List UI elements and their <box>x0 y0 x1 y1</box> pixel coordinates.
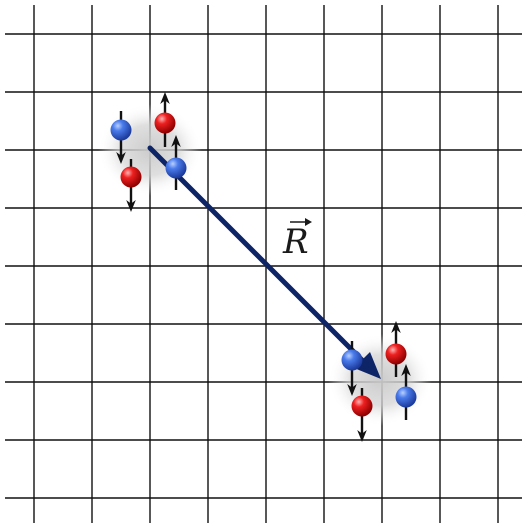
particle-blue <box>395 386 417 408</box>
cluster-halo-lower-right <box>328 334 432 426</box>
lattice-grid <box>5 5 522 523</box>
vector-label: R <box>282 222 309 262</box>
particle-red-spin-up <box>154 92 176 147</box>
particle-red-spin-down <box>351 388 373 442</box>
vector-shaft <box>147 145 367 365</box>
particle-red <box>120 166 142 188</box>
particle-blue-spin-up <box>165 135 187 190</box>
particle-red <box>385 343 407 365</box>
vector-label-arrowhead <box>305 218 312 226</box>
particle-blue <box>165 157 187 179</box>
particle-blue <box>110 119 132 141</box>
particle-red <box>154 112 176 134</box>
particle-red <box>351 395 373 417</box>
cluster-upper-left <box>110 92 187 212</box>
separation-vector: R <box>147 145 381 379</box>
vector-arrowhead <box>354 352 381 379</box>
cluster-lower-right <box>341 321 417 442</box>
particle-blue-spin-down <box>341 341 363 396</box>
particle-red-spin-down <box>120 159 142 212</box>
particle-blue-spin-down <box>110 111 132 164</box>
particle-blue-spin-up <box>395 364 417 420</box>
particle-red-spin-up <box>385 321 407 377</box>
particle-blue <box>341 349 363 371</box>
vector-label-group: R <box>282 218 312 262</box>
